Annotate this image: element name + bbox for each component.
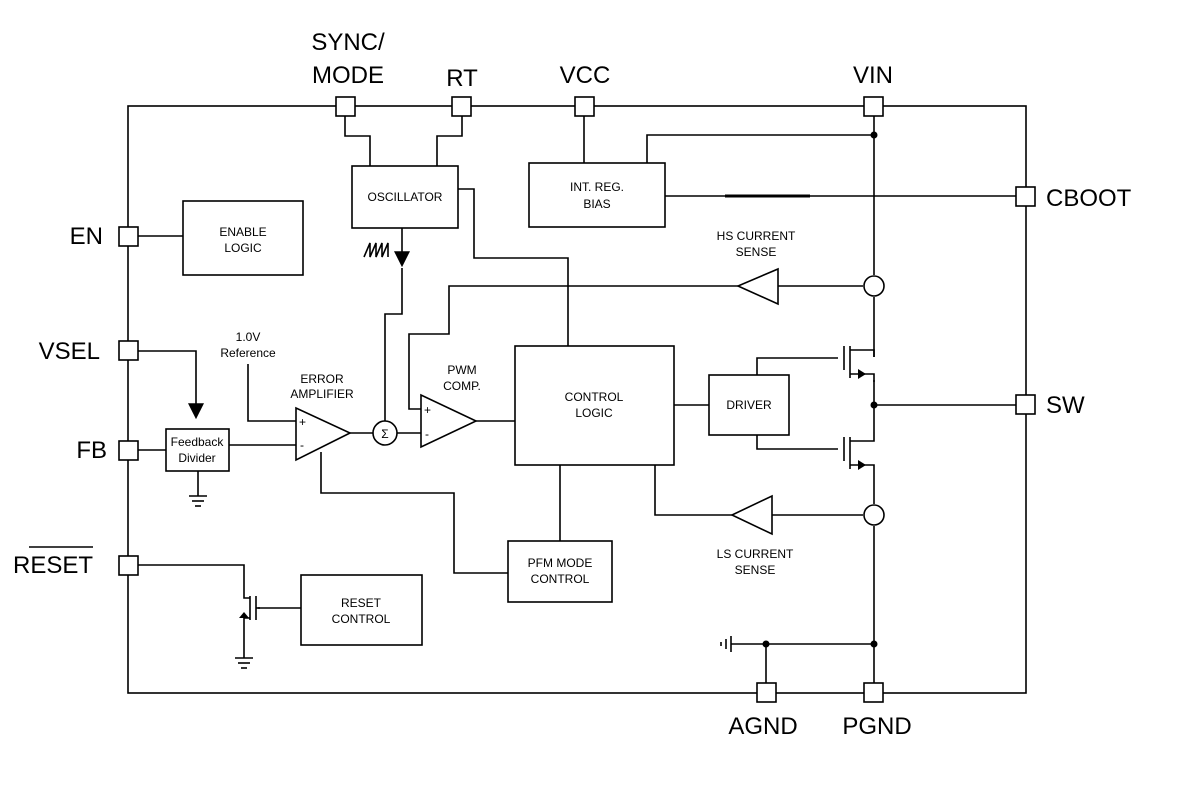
pin-pgnd bbox=[863, 682, 884, 703]
enable-logic-block bbox=[182, 200, 304, 276]
pin-rt bbox=[451, 96, 472, 117]
pin-sw bbox=[1015, 394, 1036, 415]
ls-sense-node bbox=[863, 504, 885, 526]
reset-ctrl-label: RESET bbox=[341, 596, 382, 610]
pin-rt-label: RT bbox=[446, 65, 478, 92]
pin-cboot-label: CBOOT bbox=[1046, 185, 1132, 212]
pin-en bbox=[118, 226, 139, 247]
oscillator-label: OSCILLATOR bbox=[368, 190, 443, 204]
pfm-label: PFM MODE bbox=[528, 556, 593, 570]
ls-label-2: SENSE bbox=[735, 563, 776, 577]
pwm-minus: - bbox=[425, 427, 429, 441]
ls-current-sense-amp bbox=[730, 494, 773, 536]
reset-control-block bbox=[300, 574, 423, 646]
pfm-control-label: CONTROL bbox=[531, 572, 590, 586]
pin-sw-label: SW bbox=[1046, 392, 1085, 419]
pwm-label-1: PWM bbox=[447, 363, 476, 377]
pwm-label-2: COMP. bbox=[443, 379, 481, 393]
sawtooth-icon bbox=[363, 242, 389, 258]
pin-cboot bbox=[1015, 186, 1036, 207]
oscillator-block bbox=[351, 165, 459, 229]
pin-reset bbox=[118, 555, 139, 576]
enable-logic-label: LOGIC bbox=[224, 241, 262, 255]
driver-label: DRIVER bbox=[726, 398, 772, 412]
pfm-mode-control-block bbox=[507, 540, 613, 603]
sigma-symbol: Σ bbox=[381, 427, 388, 441]
driver-block bbox=[708, 374, 790, 436]
pwm-plus: + bbox=[424, 403, 431, 417]
erramp-label-2: AMPLIFIER bbox=[290, 387, 354, 401]
pin-sync-label: SYNC/ bbox=[311, 29, 385, 56]
reset-nmos-transistor bbox=[239, 596, 260, 620]
low-side-fet bbox=[843, 432, 875, 470]
pin-vsel bbox=[118, 340, 139, 361]
wiring bbox=[138, 116, 1016, 683]
hs-sense-node bbox=[863, 275, 885, 297]
pin-en-label: EN bbox=[70, 223, 103, 250]
pin-vcc bbox=[574, 96, 595, 117]
pin-sync-mode bbox=[335, 96, 356, 117]
pin-fb-label: FB bbox=[76, 437, 107, 464]
feedback-divider-block bbox=[165, 428, 230, 472]
erramp-minus: - bbox=[300, 438, 304, 452]
pin-agnd bbox=[756, 682, 777, 703]
error-amplifier bbox=[295, 406, 352, 462]
pin-vin-label: VIN bbox=[853, 62, 893, 89]
int-reg-bias-block bbox=[528, 162, 666, 228]
pin-mode-label: MODE bbox=[312, 62, 384, 89]
junction-dot bbox=[870, 401, 878, 409]
reference-label: Reference bbox=[220, 346, 276, 360]
enable-label: ENABLE bbox=[219, 225, 266, 239]
int-reg-label: INT. REG. bbox=[570, 180, 624, 194]
pin-reset-label: RESET bbox=[13, 552, 93, 579]
control-logic-block bbox=[514, 345, 675, 466]
pin-vsel-label: VSEL bbox=[39, 338, 100, 365]
pin-vcc-label: VCC bbox=[560, 62, 611, 89]
pin-vin bbox=[863, 96, 884, 117]
pwm-comparator bbox=[420, 393, 478, 449]
erramp-plus: + bbox=[299, 415, 306, 429]
junction-dot bbox=[870, 640, 878, 648]
reference-voltage: 1.0V bbox=[236, 330, 261, 344]
pin-pgnd-label: PGND bbox=[842, 713, 911, 740]
pin-agnd-label: AGND bbox=[728, 713, 797, 740]
junction-dot bbox=[870, 131, 878, 139]
junction-dot bbox=[762, 640, 770, 648]
feedback-label: Feedback bbox=[171, 435, 225, 449]
reset-control-label: CONTROL bbox=[332, 612, 391, 626]
control-logic-label: LOGIC bbox=[575, 406, 613, 420]
ls-label-1: LS CURRENT bbox=[717, 547, 794, 561]
control-label: CONTROL bbox=[565, 390, 624, 404]
divider-label: Divider bbox=[178, 451, 215, 465]
high-side-fet bbox=[843, 346, 875, 382]
pin-fb bbox=[118, 440, 139, 461]
hs-label-1: HS CURRENT bbox=[717, 229, 796, 243]
erramp-label-1: ERROR bbox=[300, 372, 344, 386]
summer-node bbox=[372, 420, 398, 446]
hs-current-sense-amp bbox=[736, 267, 779, 306]
bias-label: BIAS bbox=[583, 197, 610, 211]
hs-label-2: SENSE bbox=[736, 245, 777, 259]
